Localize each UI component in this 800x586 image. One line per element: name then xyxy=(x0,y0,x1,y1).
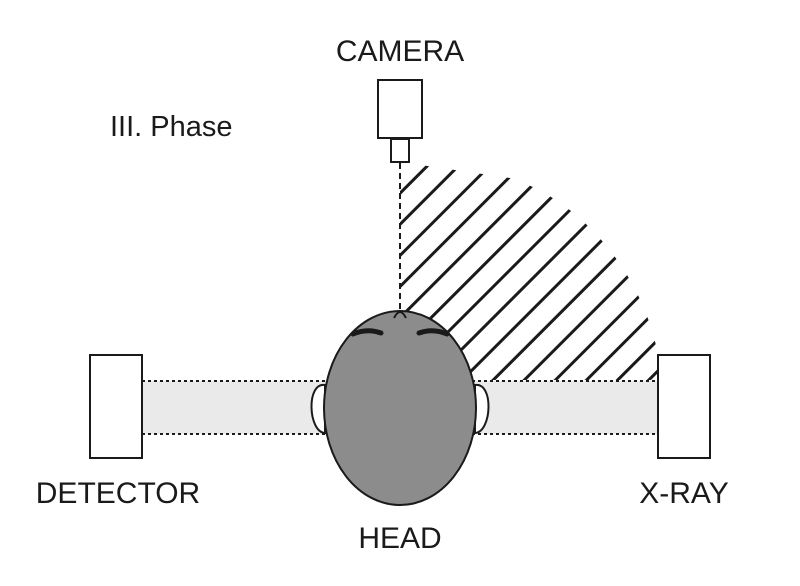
right-eyebrow xyxy=(416,328,450,337)
camera-icon xyxy=(377,79,423,163)
camera-field-of-view xyxy=(400,162,657,380)
left-eyebrow xyxy=(350,328,384,337)
xray-label: X-RAY xyxy=(639,477,728,510)
detector-label: DETECTOR xyxy=(36,477,200,510)
phase-label: III. Phase xyxy=(110,111,233,143)
camera-label: CAMERA xyxy=(336,35,464,68)
head-icon xyxy=(310,310,490,506)
xray-source-box xyxy=(657,354,711,459)
head-shape xyxy=(323,310,477,506)
detector-box xyxy=(89,354,143,459)
nose xyxy=(393,311,407,319)
right-ear xyxy=(474,383,490,435)
head-label: HEAD xyxy=(358,522,441,555)
left-ear xyxy=(310,383,326,435)
